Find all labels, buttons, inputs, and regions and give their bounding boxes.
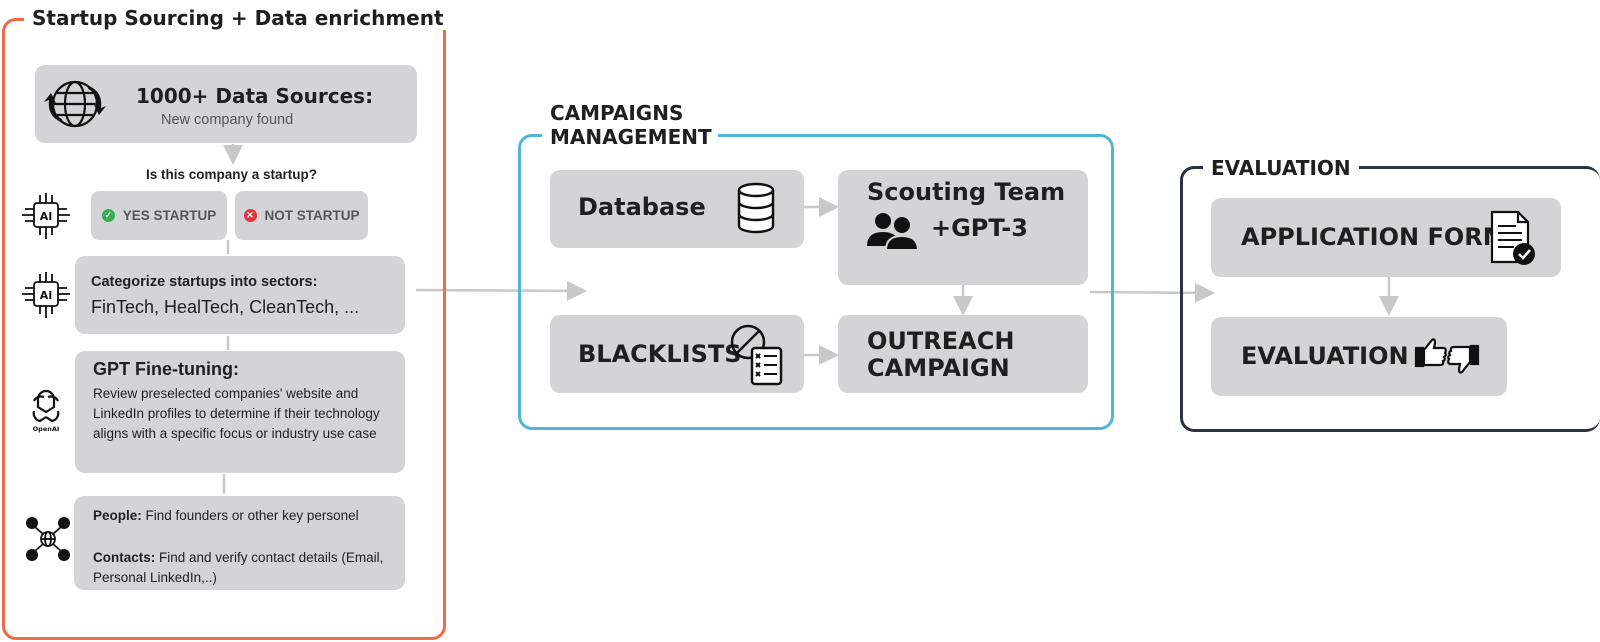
scouting-team-title: Scouting Team [867, 178, 1066, 206]
x-icon: ✕ [243, 209, 257, 222]
not-startup-pill: ✕ NOT STARTUP [235, 191, 368, 240]
thumbs-up-down-icon [1414, 338, 1480, 374]
database-icon [737, 182, 775, 234]
database-label: Database [578, 193, 706, 221]
outreach-line1: OUTREACH [867, 327, 1015, 355]
sourcing-title: Startup Sourcing + Data enrichment [24, 6, 452, 30]
campaigns-title-line1: CAMPAIGNS [550, 101, 684, 125]
campaigns-frame [518, 134, 1114, 430]
people-text: Find founders or other key personel [141, 508, 359, 523]
ai-chip-label: AI [40, 289, 53, 302]
contacts-label: Contacts: [93, 550, 156, 565]
openai-logo-icon: OpenAI [32, 389, 60, 433]
data-sources-subtitle: New company found [161, 112, 294, 128]
contacts-line: Contacts: Find and verify contact detail… [93, 548, 393, 588]
categorize-box [75, 256, 405, 334]
startup-question: Is this company a startup? [146, 167, 318, 182]
categorize-title: Categorize startups into sectors: [91, 274, 318, 290]
not-startup-label: NOT STARTUP [264, 208, 360, 223]
check-icon: ✓ [101, 209, 115, 222]
blacklists-label: BLACKLISTS [578, 340, 742, 368]
arrow-campaigns-to-evaluation [1089, 282, 1215, 303]
openai-label: OpenAI [33, 425, 60, 433]
globe-arrows-icon [44, 80, 106, 128]
campaigns-title: CAMPAIGNS MANAGEMENT [542, 101, 718, 149]
ai-chip-icon: AI [22, 272, 70, 318]
gpt-finetuning-body: Review preselected companies' website an… [93, 386, 380, 441]
gpt-finetuning-box [75, 351, 405, 473]
scouting-team-sub: +GPT-3 [931, 214, 1028, 242]
evaluation-frame [1180, 166, 1600, 432]
people-line: People: Find founders or other key perso… [93, 508, 359, 523]
outreach-campaign-box [838, 315, 1088, 393]
contacts-text: Find and verify contact details (Email, … [93, 550, 384, 585]
document-check-icon [1490, 210, 1535, 265]
campaigns-title-line2: MANAGEMENT [550, 125, 712, 149]
evaluation-box-label: EVALUATION [1241, 342, 1409, 370]
ai-chip-icon: AI [22, 193, 70, 239]
yes-startup-label: YES STARTUP [122, 208, 217, 223]
gpt-finetuning-title: GPT Fine-tuning: [93, 359, 239, 379]
data-sources-title: 1000+ Data Sources: [136, 84, 374, 108]
outreach-line2: CAMPAIGN [867, 354, 1010, 382]
categorize-examples: FinTech, HealTech, CleanTech, ... [91, 297, 360, 317]
people-network-icon [26, 517, 70, 561]
team-icon [867, 213, 920, 250]
application-form-label: APPLICATION FORM [1241, 223, 1507, 251]
yes-startup-pill: ✓ YES STARTUP [91, 191, 227, 240]
people-contacts-box [74, 496, 405, 590]
people-label: People: [93, 508, 142, 523]
ai-chip-label: AI [40, 210, 53, 223]
blacklist-icon [730, 324, 783, 386]
evaluation-title: EVALUATION [1203, 156, 1359, 180]
outreach-campaign-label: OUTREACH CAMPAIGN [867, 328, 1014, 382]
